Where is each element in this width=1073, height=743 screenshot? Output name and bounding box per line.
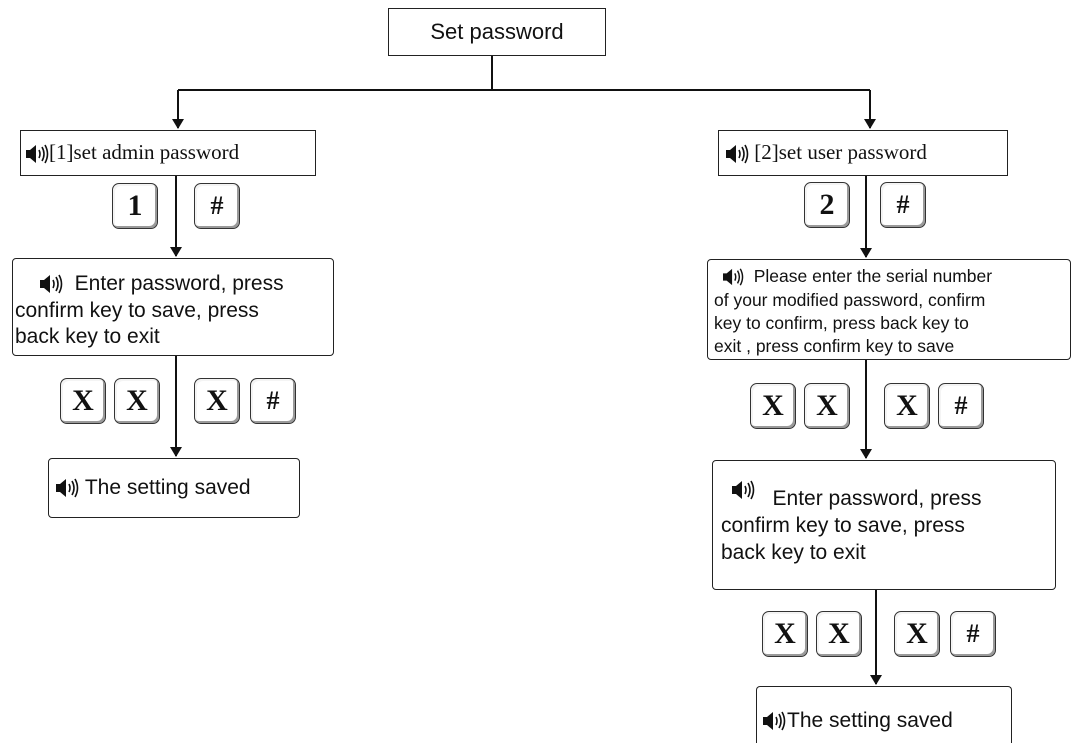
admin-saved-text: The setting saved	[55, 476, 251, 500]
user-heading-box: [2]set user password	[718, 130, 1008, 176]
speaker-icon	[56, 479, 79, 498]
admin-prompt-line-3: back key to exit	[15, 325, 160, 348]
user-prompt2-line-2: confirm key to save, press	[721, 514, 965, 537]
title-text: Set password	[430, 19, 564, 44]
admin-heading: [1]set admin password	[25, 140, 239, 165]
speaker-icon	[726, 144, 749, 164]
user-prompt1-line-1: Please enter the serial number	[722, 266, 992, 287]
key-x[interactable]: X	[114, 378, 160, 424]
admin-saved-box: The setting saved	[48, 458, 300, 518]
key-hash[interactable]: #	[880, 182, 926, 228]
admin-prompt-line-1: Enter password, press	[39, 272, 284, 296]
key-hash[interactable]: #	[938, 383, 984, 429]
key-1[interactable]: 1	[112, 183, 158, 229]
speaker-icon	[723, 268, 744, 286]
key-x[interactable]: X	[816, 611, 862, 657]
user-prompt1-line-3: key to confirm, press back key to	[714, 313, 969, 333]
speaker-icon	[763, 712, 786, 731]
key-hash[interactable]: #	[250, 378, 296, 424]
admin-prompt-box: Enter password, press confirm key to sav…	[12, 258, 334, 356]
key-hash[interactable]: #	[194, 183, 240, 229]
key-x[interactable]: X	[804, 383, 850, 429]
speaker-icon	[732, 480, 755, 500]
user-prompt1-line-4: exit , press confirm key to save	[714, 336, 955, 356]
user-heading: [2]set user password	[725, 140, 927, 165]
user-heading-text: [2]set user password	[754, 140, 927, 164]
key-x[interactable]: X	[762, 611, 808, 657]
key-hash[interactable]: #	[950, 611, 996, 657]
user-prompt1-box: Please enter the serial number of your m…	[707, 259, 1071, 360]
key-x[interactable]: X	[60, 378, 106, 424]
key-x[interactable]: X	[750, 383, 796, 429]
admin-heading-box: [1]set admin password	[20, 130, 316, 176]
user-prompt2-box: Enter password, press confirm key to sav…	[712, 460, 1056, 590]
admin-prompt-line-2: confirm key to save, press	[15, 299, 259, 322]
user-prompt2-line-3: back key to exit	[721, 541, 866, 564]
title-box: Set password	[388, 8, 606, 56]
speaker-icon	[40, 275, 63, 294]
speaker-icon	[26, 144, 49, 164]
user-saved-box: The setting saved	[756, 686, 1012, 743]
key-x[interactable]: X	[884, 383, 930, 429]
user-prompt2-line-1: Enter password, press	[731, 479, 981, 510]
admin-heading-text: [1]set admin password	[49, 140, 240, 164]
key-x[interactable]: X	[894, 611, 940, 657]
key-2[interactable]: 2	[804, 182, 850, 228]
user-prompt1-line-2: of your modified password, confirm	[714, 290, 986, 310]
user-saved-text: The setting saved	[761, 709, 953, 733]
key-x[interactable]: X	[194, 378, 240, 424]
